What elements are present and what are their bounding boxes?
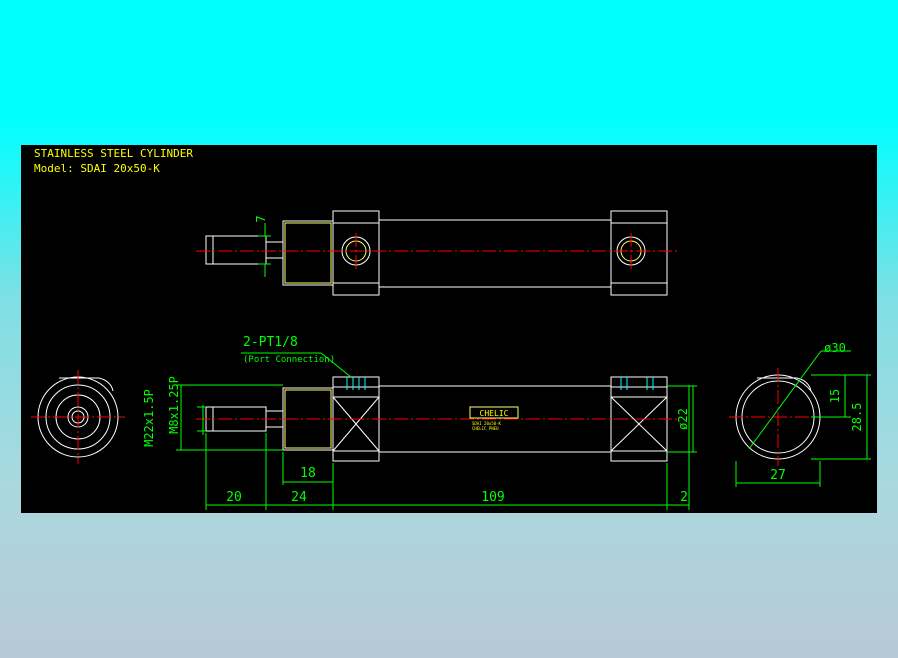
brand-label xyxy=(469,406,519,419)
dim-rod-thread: M8x1.25P xyxy=(167,376,181,434)
left-end-view xyxy=(31,370,125,464)
dim-end-h1: 15 xyxy=(828,389,842,403)
brand-small-1: SDAI 20x50-K xyxy=(472,421,501,426)
top-rear-cap xyxy=(610,210,668,296)
dim-top-width: 7 xyxy=(254,215,268,222)
top-view: 7 xyxy=(196,210,679,296)
dim-end-diameter: ø30 xyxy=(824,341,846,355)
dim-nose-thread: M22x1.5P xyxy=(142,389,156,447)
top-nose xyxy=(282,220,334,286)
dim-body-len: 109 xyxy=(481,490,504,505)
top-tube xyxy=(378,219,612,288)
dim-end-len: 2 xyxy=(680,490,688,505)
brand-label-text: CHELIC xyxy=(480,409,509,418)
dim-body-diameter: ø22 xyxy=(676,408,690,430)
cad-drawing: STAINLESS STEEL CYLINDER Model: SDAI 20x… xyxy=(31,147,871,510)
top-rod xyxy=(205,235,267,265)
cad-drawing-canvas: STAINLESS STEEL CYLINDER Model: SDAI 20x… xyxy=(21,145,877,513)
dim-nose-body: 18 xyxy=(300,466,316,481)
right-end-view: ø30 27 15 28.5 xyxy=(729,341,871,487)
brand-small-2: CHELIC PNEU xyxy=(472,426,499,431)
dim-end-width: 27 xyxy=(770,468,786,483)
drawing-title: STAINLESS STEEL CYLINDER xyxy=(34,147,193,160)
top-front-cap xyxy=(332,210,380,296)
dim-rod-len: 20 xyxy=(226,490,242,505)
port-label: 2-PT1/8 xyxy=(243,335,298,350)
dim-end-h2: 28.5 xyxy=(850,403,864,432)
port-sub-label: (Port Connection) xyxy=(243,355,335,365)
dim-nose-len: 24 xyxy=(291,490,307,505)
drawing-model: Model: SDAI 20x50-K xyxy=(34,162,160,175)
front-view: CHELIC SDAI 20x50-K CHELIC PNEU 2-PT1/8 … xyxy=(142,335,697,510)
